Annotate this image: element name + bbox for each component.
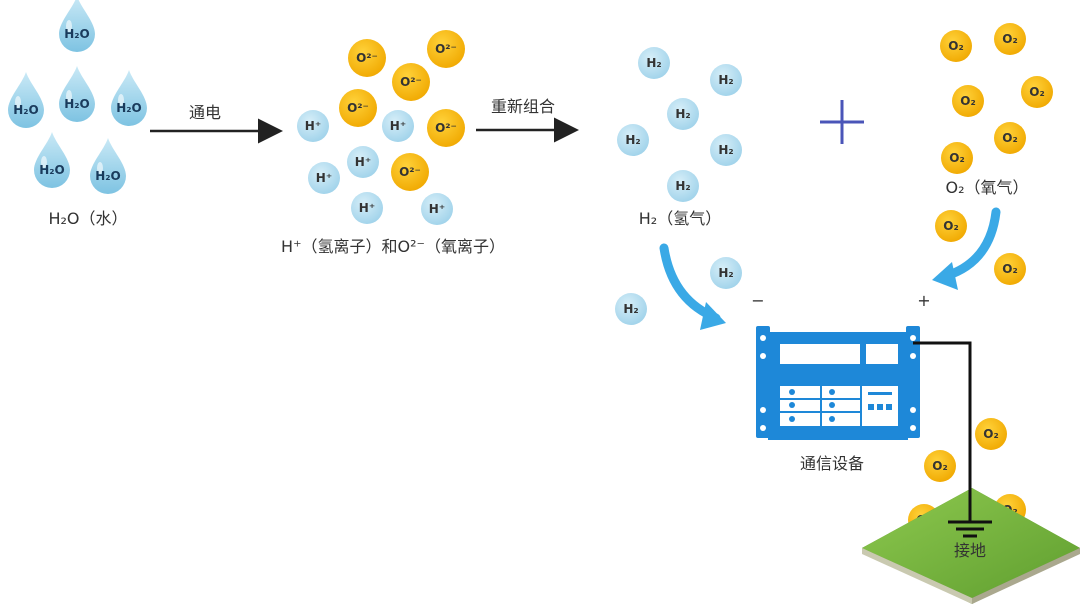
oxide-ion-icon: O²⁻ [339,89,377,127]
oxygen-molecule-icon-label: O₂ [949,151,964,165]
oxide-ion-icon: O²⁻ [427,109,465,147]
water-molecule-label: H₂O [116,101,142,115]
water-droplet-icon: H₂O [111,70,147,126]
oxide-ion-icon-label: O²⁻ [400,75,422,89]
hydrogen-molecule-icon-label: H₂ [625,133,640,147]
recombine-label: 重新组合 [491,97,555,116]
water-molecule-label: H₂O [13,103,39,117]
hydrogen-molecule-icon: H₂ [710,134,742,166]
proton-ion-icon: H⁺ [351,192,383,224]
proton-ion-icon-label: H⁺ [390,119,406,133]
curved-arrow-right-head [932,262,958,290]
oxygen-molecule-icon: O₂ [975,418,1007,450]
oxygen-molecule-icon: O₂ [952,85,984,117]
oxygen-molecule-icon: O₂ [924,450,956,482]
hydrogen-molecule-icon: H₂ [667,98,699,130]
ground-symbol-icon [948,520,992,538]
oxide-ion-icon-label: O²⁻ [347,101,369,115]
water-molecule-label: H₂O [39,163,65,177]
oxygen-molecule-icon: O₂ [941,142,973,174]
oxygen-molecules: O₂O₂O₂O₂O₂O₂O₂O₂O₂O₂O₂O₂ [908,23,1053,536]
oxide-ion-icon-label: O²⁻ [399,165,421,179]
hydrogen-molecule-icon-label: H₂ [623,302,638,316]
oxygen-molecule-icon-label: O₂ [960,94,975,108]
device-label: 通信设备 [800,454,864,473]
hydrogen-molecule-icon-label: H₂ [718,73,733,87]
oxygen-molecule-icon: O₂ [994,122,1026,154]
ion-cluster: H⁺ H⁺ H⁺ H⁺ H⁺ H⁺ O²⁻ O²⁻ O²⁻ O²⁻ O²⁻ O²⁻ [297,30,465,225]
oxygen-molecule-icon: O₂ [1021,76,1053,108]
hydrogen-molecules: H₂ H₂ H₂ H₂ H₂ H₂ H₂ H₂ [615,47,742,325]
curved-arrow-right [941,207,1001,281]
curved-arrow-left-head [700,302,726,330]
water-molecule-label: H₂O [64,27,90,41]
negative-terminal: − [751,291,764,310]
oxygen-molecule-icon: O₂ [994,253,1026,285]
oxygen-molecule-icon-label: O₂ [1002,131,1017,145]
water-droplet-icon: H₂O [59,66,95,122]
hydrogen-label: H₂（氢气） [639,209,721,228]
positive-terminal: + [917,291,930,310]
water-molecule-label: H₂O [95,169,121,183]
proton-ion-icon: H⁺ [421,193,453,225]
hydrogen-molecule-icon: H₂ [710,64,742,96]
oxide-ion-icon: O²⁻ [427,30,465,68]
proton-ion-icon-label: H⁺ [359,201,375,215]
hydrogen-molecule-icon-label: H₂ [718,143,733,157]
hydrogen-molecule-icon-label: H₂ [646,56,661,70]
electrolysis-label: 通电 [189,103,221,122]
oxygen-molecule-icon-label: O₂ [1029,85,1044,99]
hydrogen-molecule-icon: H₂ [710,257,742,289]
water-droplet-icon: H₂O [8,72,44,128]
oxygen-molecule-icon-label: O₂ [948,39,963,53]
water-label: H₂O（水） [48,209,127,228]
ions-label: H⁺（氢离子）和O²⁻（氧离子） [281,237,505,256]
proton-ion-icon: H⁺ [308,162,340,194]
water-molecule-label: H₂O [64,97,90,111]
water-droplets: H₂O H₂O H₂O H₂O H₂O H₂O [8,0,147,194]
oxygen-molecule-icon-label: O₂ [1002,262,1017,276]
plus-symbol [820,100,864,144]
proton-ion-icon: H⁺ [297,110,329,142]
proton-ion-icon-label: H⁺ [429,202,445,216]
oxide-ion-icon: O²⁻ [392,63,430,101]
hydrogen-molecule-icon: H₂ [617,124,649,156]
proton-ion-icon-label: H⁺ [316,171,332,185]
oxide-ion-icon-label: O²⁻ [356,51,378,65]
oxygen-molecule-icon-label: O₂ [1002,32,1017,46]
oxide-ion-icon: O²⁻ [348,39,386,77]
proton-ion-icon: H⁺ [347,146,379,178]
hydrogen-molecule-icon: H₂ [615,293,647,325]
ground-plate [862,488,1080,604]
hydrogen-molecule-icon: H₂ [638,47,670,79]
hydrogen-molecule-icon: H₂ [667,170,699,202]
oxygen-molecule-icon-label: O₂ [943,219,958,233]
oxide-ion-icon-label: O²⁻ [435,121,457,135]
water-droplet-icon: H₂O [90,138,126,194]
oxygen-label: O₂（氧气） [945,178,1028,197]
oxide-ion-icon-label: O²⁻ [435,42,457,56]
water-droplet-icon: H₂O [34,132,70,188]
hydrogen-molecule-icon-label: H₂ [675,107,690,121]
water-droplet-icon: H₂O [59,0,95,52]
proton-ion-icon-label: H⁺ [355,155,371,169]
communication-device-icon [756,326,920,440]
proton-ion-icon: H⁺ [382,110,414,142]
oxygen-molecule-icon-label: O₂ [983,427,998,441]
oxygen-molecule-icon: O₂ [994,23,1026,55]
hydrogen-molecule-icon-label: H₂ [675,179,690,193]
oxygen-molecule-icon: O₂ [935,210,967,242]
oxygen-molecule-icon: O₂ [940,30,972,62]
oxygen-molecule-icon-label: O₂ [932,459,947,473]
hydrogen-molecule-icon-label: H₂ [718,266,733,280]
proton-ion-icon-label: H⁺ [305,119,321,133]
ground-wire [913,341,972,522]
ground-label: 接地 [954,541,986,560]
oxide-ion-icon: O²⁻ [391,153,429,191]
